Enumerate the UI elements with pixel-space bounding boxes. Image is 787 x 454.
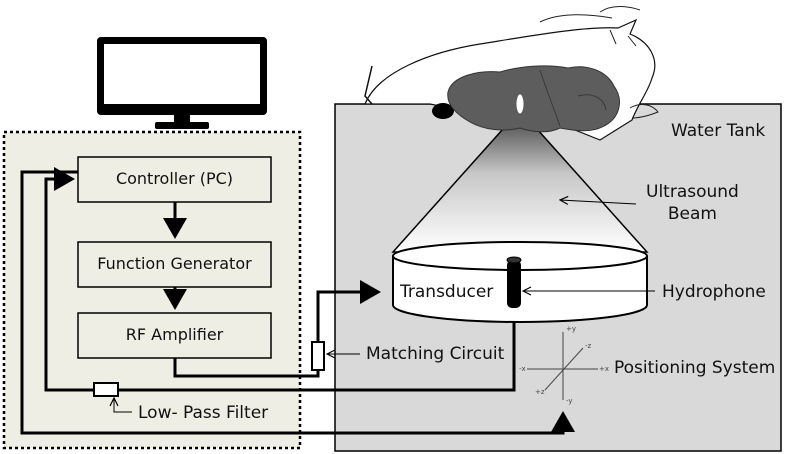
brain-icon [447,65,620,133]
function-generator-label: Function Generator [97,254,252,273]
controller-label: Controller (PC) [115,169,234,188]
matching-circuit-element [311,341,325,371]
rf-amplifier-label: RF Amplifier [125,325,224,344]
rf-to-matching-wire [173,358,320,378]
matching-to-transducer-wire [316,280,381,342]
axis-plus-x: +x [599,365,610,373]
transducer-label: Transducer [400,282,494,302]
low-pass-filter-pointer [114,398,132,413]
ultrasound-beam-label-line1: Ultrasound [646,182,739,202]
low-pass-filter-element [93,382,119,397]
matching-circuit-label: Matching Circuit [366,344,505,364]
axis-plus-z: +z [535,388,545,396]
controller-box [77,156,272,203]
axis-minus-x: -x [519,365,526,373]
hydrophone [506,256,522,308]
ultrasound-pointer [560,200,637,204]
axis-plus-y: +y [566,325,577,333]
monitor-icon [97,37,267,129]
ultrasound-beam-label-line2: Beam [667,204,717,224]
filter-to-controller-wire [44,167,94,392]
controller-to-positioning-wire [20,170,575,435]
low-pass-filter-label: Low- Pass Filter [138,403,269,423]
focal-spot [515,93,525,115]
axis-minus-z: -z [585,342,592,350]
ultrasound-beam-label: Ultrasound Beam [646,181,739,225]
axis-minus-y: -y [566,397,573,405]
positioning-system-label: Positioning System [614,358,776,378]
axes-icon [527,332,598,400]
hydrophone-label: Hydrophone [662,282,766,302]
hydrophone-feedback-wire [118,308,516,392]
water-tank-label: Water Tank [671,121,766,141]
